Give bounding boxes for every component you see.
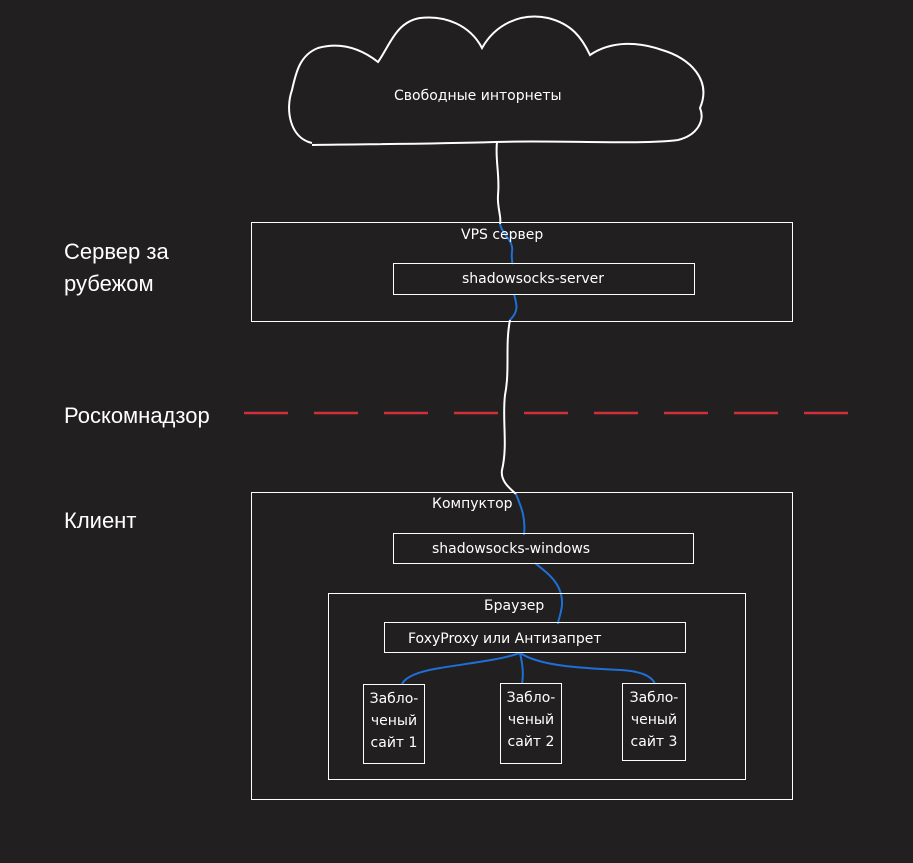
computer-title: Компуктор (432, 496, 513, 512)
wire-ext-site1 (401, 652, 521, 685)
side-label-server-line-1: Сервер за (64, 239, 169, 264)
side-label-server: Сервер за рубежом (64, 236, 169, 300)
wire-server-exit (509, 293, 518, 321)
side-label-censor: Роскомнадзор (64, 403, 210, 428)
cloud-label: Свободные интоpнеты (394, 88, 562, 104)
site-3-line-3: сайт 3 (630, 734, 678, 750)
site-3-line-2: ченый (630, 712, 678, 728)
site-2-line-1: Забло- (506, 690, 556, 706)
site-1-line-2: ченый (370, 713, 418, 729)
extension-box (384, 622, 686, 653)
server-app-box (393, 263, 695, 295)
wire-vps-client (500, 319, 517, 495)
site-2-line-3: сайт 2 (507, 734, 555, 750)
site-1-line-3: сайт 1 (370, 735, 418, 751)
wire-vps-server (499, 223, 514, 265)
wire-cloud-vps (495, 141, 502, 225)
site-3-line-1: Забло- (629, 690, 679, 706)
browser-box (328, 593, 746, 780)
extension-label: FoxyProxy или Антизапрет (408, 631, 602, 647)
side-label-server-line-2: рубежом (64, 271, 154, 296)
wire-ext-site2 (519, 652, 524, 685)
blocked-site-3: Забло- ченый сайт 3 (622, 683, 686, 761)
side-label-client: Клиент (64, 508, 137, 533)
vps-box (251, 222, 793, 322)
blocked-site-1: Забло- ченый сайт 1 (363, 684, 425, 764)
wire-ext-site3 (519, 652, 656, 685)
cloud-outline (288, 15, 705, 146)
client-app-box (393, 533, 694, 564)
server-app-label: shadowsocks-server (462, 271, 604, 287)
browser-title: Браузер (484, 598, 545, 614)
site-1-line-1: Забло- (369, 691, 419, 707)
wire-client-sswin (515, 493, 526, 536)
client-app-label: shadowsocks-windows (432, 541, 591, 557)
blocked-site-2: Забло- ченый сайт 2 (500, 683, 562, 764)
vps-title: VPS сервер (461, 227, 544, 243)
wire-sswin-browser (534, 562, 564, 625)
site-2-line-2: ченый (507, 712, 555, 728)
computer-box (251, 492, 793, 800)
